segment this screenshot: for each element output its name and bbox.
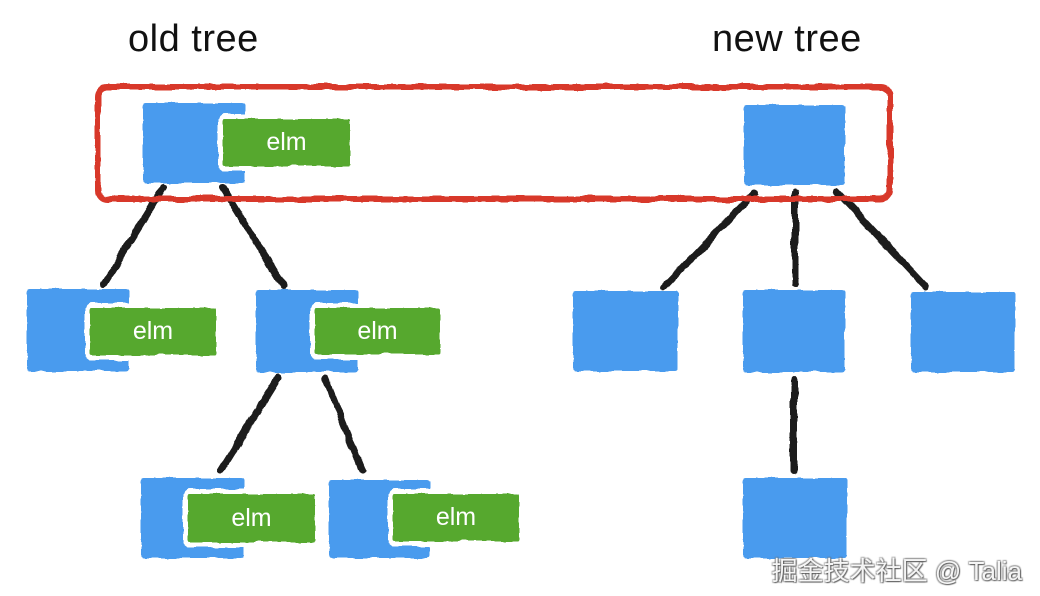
- old-tree-title: old tree: [128, 18, 259, 60]
- elm-label-text: elm: [266, 128, 307, 156]
- edge-new-root-to-child1: [660, 189, 758, 291]
- elm-label-background: [315, 308, 440, 354]
- old-grandchild2-elm-label: elm: [393, 494, 519, 541]
- edge-old-root-to-child1: [100, 184, 167, 288]
- new-grandchild1-node: [743, 478, 847, 558]
- elm-label-text: elm: [357, 316, 398, 345]
- new-child1-node: [573, 291, 678, 371]
- old-root-elm-label: elm: [223, 119, 350, 166]
- elm-label-background: [393, 494, 519, 541]
- elm-label-text: elm: [435, 503, 477, 531]
- edge-old-child2-to-grandchild2: [321, 374, 366, 474]
- elm-label-text: elm: [231, 503, 272, 532]
- new-child3-node: [911, 292, 1015, 372]
- new-child2-node: [743, 290, 845, 372]
- watermark: 掘金技术社区 @ Talia: [771, 556, 1022, 586]
- new-tree-title: new tree: [712, 18, 862, 60]
- root-comparison-highlight-box: [95, 84, 893, 202]
- elm-label-text: elm: [132, 317, 174, 345]
- old-grandchild1-elm-label: elm: [188, 494, 315, 542]
- edge-new-root-to-child3: [832, 187, 930, 291]
- elm-label-background: [90, 308, 216, 355]
- old-child1-elm-label: elm: [90, 308, 216, 355]
- new-root-node: [744, 105, 845, 185]
- elm-label-background: [223, 119, 350, 166]
- edge-old-child2-to-grandchild1: [217, 374, 282, 474]
- edge-old-root-to-child2: [219, 184, 287, 290]
- elm-label-background: [188, 494, 315, 542]
- old-child2-elm-label: elm: [315, 308, 440, 354]
